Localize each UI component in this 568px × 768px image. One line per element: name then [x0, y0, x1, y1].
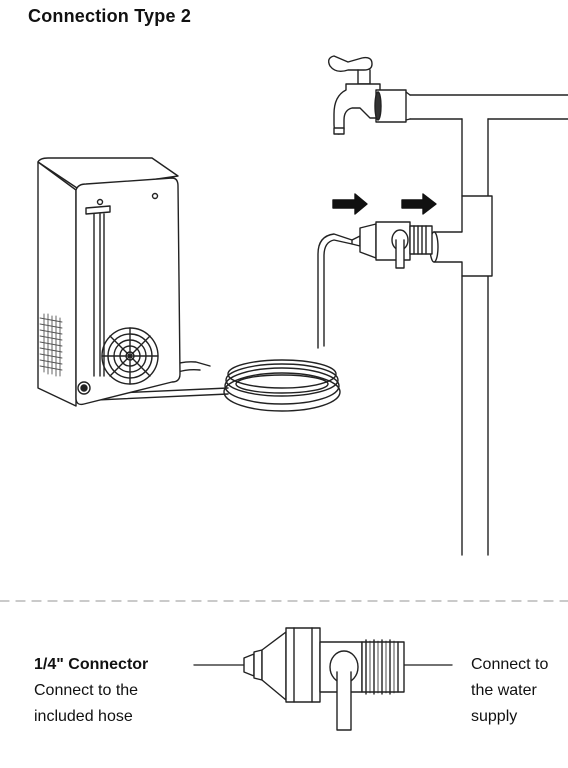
- arrow-right-icon: [332, 193, 368, 215]
- connector-valve-small: [351, 221, 433, 269]
- arrow-right-icon: [401, 193, 437, 215]
- water-supply-description: Connect to the water supply: [471, 652, 548, 730]
- connector-heading: 1/4" Connector: [34, 656, 149, 673]
- water-supply-line3: supply: [471, 708, 518, 725]
- water-supply-line2: the water: [471, 682, 537, 699]
- direction-arrows: [332, 193, 437, 215]
- connector-desc-line1: Connect to the: [34, 682, 139, 699]
- connector-description: 1/4" Connector Connect to the included h…: [34, 652, 148, 730]
- page-title: Connection Type 2: [28, 6, 192, 26]
- water-pipe-system: [409, 94, 568, 556]
- water-supply-line1: Connect to: [471, 656, 549, 673]
- ice-maker-machine: [37, 157, 181, 407]
- connector-valve-detail: [193, 627, 453, 731]
- faucet-icon: [327, 55, 411, 135]
- fan-icon: [101, 327, 159, 385]
- connector-desc-line2: included hose: [34, 708, 133, 725]
